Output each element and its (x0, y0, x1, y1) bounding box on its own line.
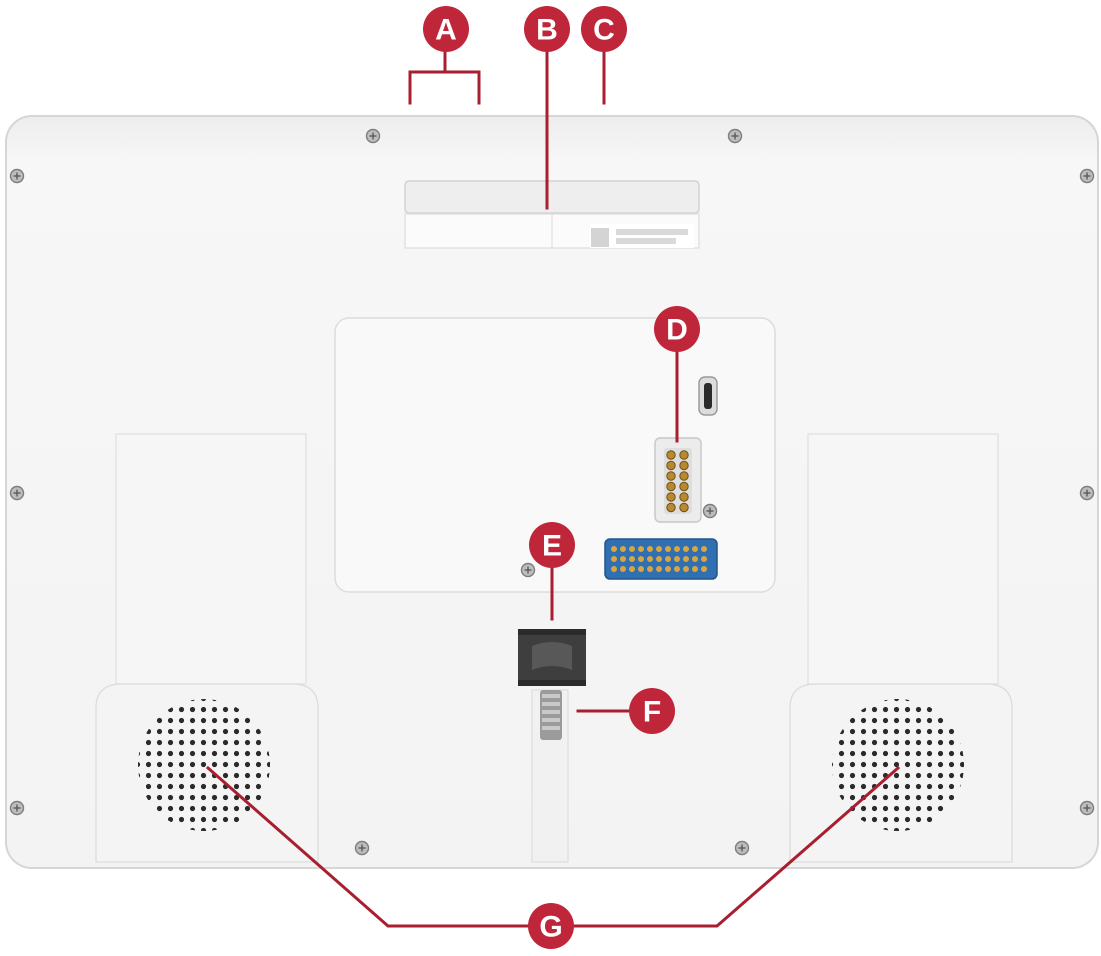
pcb-pin (692, 546, 698, 552)
pcb-pin (701, 556, 707, 562)
pogo-pin (666, 460, 676, 471)
callout-b-label: B (536, 14, 558, 47)
screw (1079, 168, 1095, 184)
callout-g-label: G (539, 911, 562, 944)
screw (702, 503, 718, 519)
callout-g: G (528, 903, 574, 949)
pcb-pin (611, 546, 617, 552)
right-speaker-grille (832, 699, 964, 831)
pcb-pin (620, 546, 626, 552)
pcb-pin (656, 546, 662, 552)
screw (365, 128, 381, 144)
pogo-pin (679, 502, 689, 513)
pcb-pin (656, 556, 662, 562)
rear-access-panel (334, 317, 776, 593)
pcb-pin (665, 566, 671, 572)
left-speaker-grille (138, 699, 270, 831)
callout-a: A (423, 6, 469, 52)
screw (9, 485, 25, 501)
callout-b: B (524, 6, 570, 52)
pcb-pin (620, 556, 626, 562)
pcb-pin (647, 556, 653, 562)
housing-screws (9, 128, 1095, 856)
callout-f: F (629, 688, 675, 734)
screw (354, 840, 370, 856)
leader-a (408, 48, 481, 105)
pogo-pin (666, 492, 676, 502)
pogo-pin (666, 481, 676, 492)
pcb-pin (629, 556, 635, 562)
pcb-pin (638, 556, 644, 562)
pcb-pin (647, 566, 653, 572)
pcb-header (604, 538, 718, 580)
pcb-pin (638, 566, 644, 572)
pcb-pin (683, 566, 689, 572)
callout-e: E (529, 522, 575, 568)
pcb-pin (665, 546, 671, 552)
callout-d-label: D (666, 314, 688, 347)
callout-e-label: E (542, 530, 562, 563)
pogo-pin (679, 450, 689, 460)
pcb-pin (701, 566, 707, 572)
screw (1079, 800, 1095, 816)
pcb-pin (674, 556, 680, 562)
pcb-pin (656, 566, 662, 572)
screw (1079, 485, 1095, 501)
pcb-pin (674, 546, 680, 552)
screw (9, 168, 25, 184)
callout-f-label: F (643, 696, 661, 729)
pcb-pin (611, 566, 617, 572)
left-recess-panel (115, 433, 307, 685)
micro-usb-port (698, 376, 718, 416)
pogo-pin (679, 492, 689, 502)
pogo-pin-connector (654, 437, 702, 523)
pcb-pin (692, 556, 698, 562)
top-slot (404, 180, 700, 249)
callout-c: C (581, 6, 627, 52)
pogo-pin (679, 471, 689, 481)
cable-connector (540, 690, 562, 740)
pcb-pin (611, 556, 617, 562)
screw (9, 800, 25, 816)
pogo-pin (679, 481, 689, 492)
screw (520, 562, 536, 578)
pogo-pin (666, 471, 676, 481)
callout-a-label: A (435, 14, 457, 47)
callout-c-label: C (593, 14, 615, 47)
pcb-pin (638, 546, 644, 552)
pcb-pin (692, 566, 698, 572)
pogo-pin (666, 502, 676, 513)
callout-d: D (654, 306, 700, 352)
pogo-pin (679, 460, 689, 471)
pcb-pin (701, 546, 707, 552)
right-recess-panel (807, 433, 999, 685)
pcb-pin (647, 546, 653, 552)
pogo-pin (666, 450, 676, 460)
mount-clip (518, 629, 586, 686)
pcb-pin (629, 546, 635, 552)
pcb-pin (683, 556, 689, 562)
pcb-pin (665, 556, 671, 562)
screw (727, 128, 743, 144)
pcb-pin (629, 566, 635, 572)
pcb-pin (683, 546, 689, 552)
pcb-pin (620, 566, 626, 572)
pcb-pin (674, 566, 680, 572)
screw (734, 840, 750, 856)
